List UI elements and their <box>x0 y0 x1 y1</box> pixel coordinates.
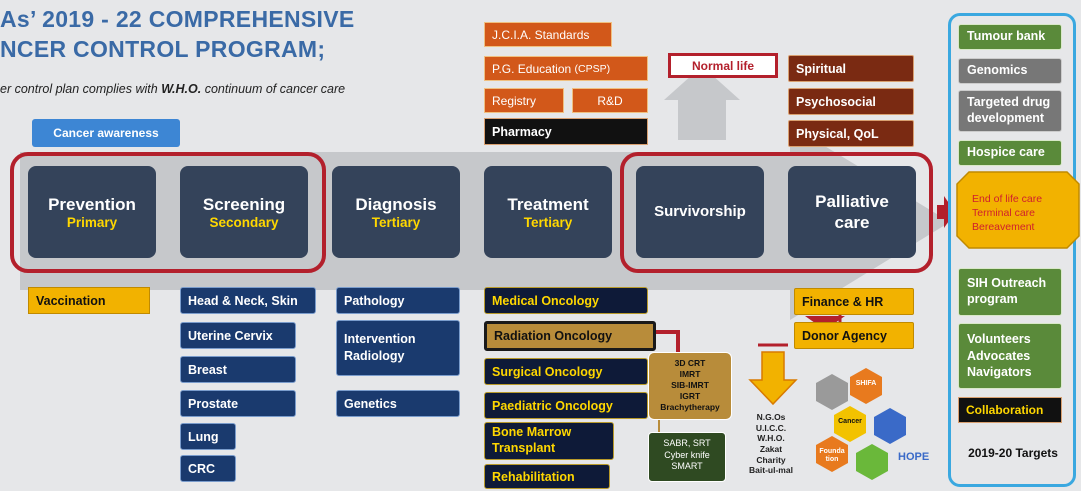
normal-life-box: Normal life <box>668 53 778 78</box>
end-of-life-octagon <box>956 171 1080 249</box>
subtitle: er control plan complies with W.H.O. con… <box>0 82 346 96</box>
diagnosis-item-genetics: Genetics <box>336 390 460 417</box>
radiation-connector <box>658 420 660 432</box>
hex-label-foundation: Founda tion <box>819 448 845 464</box>
stage-survivorship: Survivorship <box>636 166 764 258</box>
primary-secondary-frame <box>10 152 326 273</box>
diagnosis-item-pathology: Pathology <box>336 287 460 314</box>
hex-label-shifa: SHIFA <box>855 380 877 387</box>
stage-palliative-care: Palliative care <box>788 166 916 258</box>
screening-item-crc: CRC <box>180 455 236 482</box>
screening-item-breast: Breast <box>180 356 296 383</box>
treatment-item-surgical-oncology: Surgical Oncology <box>484 358 648 385</box>
survivorship-palliative-frame <box>620 152 933 273</box>
radiation-techniques-box: 3D CRT IMRT SIB-IMRT IGRT Brachytherapy <box>648 352 732 420</box>
title-line-1: As’ 2019 - 22 COMPREHENSIVE <box>0 6 355 32</box>
donors-list: N.G.Os U.I.C.C. W.H.O. Zakat Charity Bai… <box>749 412 793 476</box>
treatment-item-rehabilitation: Rehabilitation <box>484 464 610 489</box>
cancer-awareness-box: Cancer awareness <box>32 119 180 147</box>
spiritual-box: Spiritual <box>788 55 914 82</box>
rd-box: R&D <box>572 88 648 113</box>
targets-footer: 2019-20 Targets <box>968 446 1058 460</box>
target-drug-development: Targeted drug development <box>958 90 1062 132</box>
diagnosis-item-intervention-radiology: Intervention Radiology <box>336 320 460 376</box>
target-outreach: SIH Outreach program <box>958 268 1062 316</box>
hope-label: HOPE <box>898 451 930 463</box>
pharmacy-box: Pharmacy <box>484 118 648 145</box>
target-hospice-care: Hospice care <box>958 140 1062 166</box>
treatment-item-medical-oncology: Medical Oncology <box>484 287 648 314</box>
treatment-item-bone-marrow: Bone Marrow Transplant <box>484 422 614 460</box>
psychosocial-box: Psychosocial <box>788 88 914 115</box>
pg-education-box: P.G. Education (CPSP) <box>484 56 648 81</box>
target-volunteers: Volunteers Advocates Navigators <box>958 323 1062 389</box>
registry-box: Registry <box>484 88 564 113</box>
donor-agency-box: Donor Agency <box>794 322 914 349</box>
partner-hexagons <box>816 368 906 480</box>
target-collaboration: Collaboration <box>958 397 1062 423</box>
treatment-item-paediatric-oncology: Paediatric Oncology <box>484 392 648 419</box>
vaccination-box: Vaccination <box>28 287 150 314</box>
screening-item-cervix: Uterine Cervix <box>180 322 296 349</box>
finance-hr-box: Finance & HR <box>794 288 914 315</box>
title-line-2: NCER CONTROL PROGRAM; <box>0 36 326 62</box>
physical-qol-box: Physical, QoL <box>788 120 914 147</box>
target-genomics: Genomics <box>958 58 1062 84</box>
screening-item-lung: Lung <box>180 423 236 450</box>
screening-item-head-neck: Head & Neck, Skin <box>180 287 316 314</box>
target-tumour-bank: Tumour bank <box>958 24 1062 50</box>
hex-label-cancer: Cancer <box>838 418 862 425</box>
end-of-life-items: End of life care Terminal care Bereaveme… <box>972 193 1043 234</box>
jcia-standards-box: J.C.I.A. Standards <box>484 22 612 47</box>
screening-item-prostate: Prostate <box>180 390 296 417</box>
treatment-item-radiation-oncology: Radiation Oncology <box>484 321 656 351</box>
radiation-advanced-box: SABR, SRT Cyber knife SMART <box>648 432 726 482</box>
